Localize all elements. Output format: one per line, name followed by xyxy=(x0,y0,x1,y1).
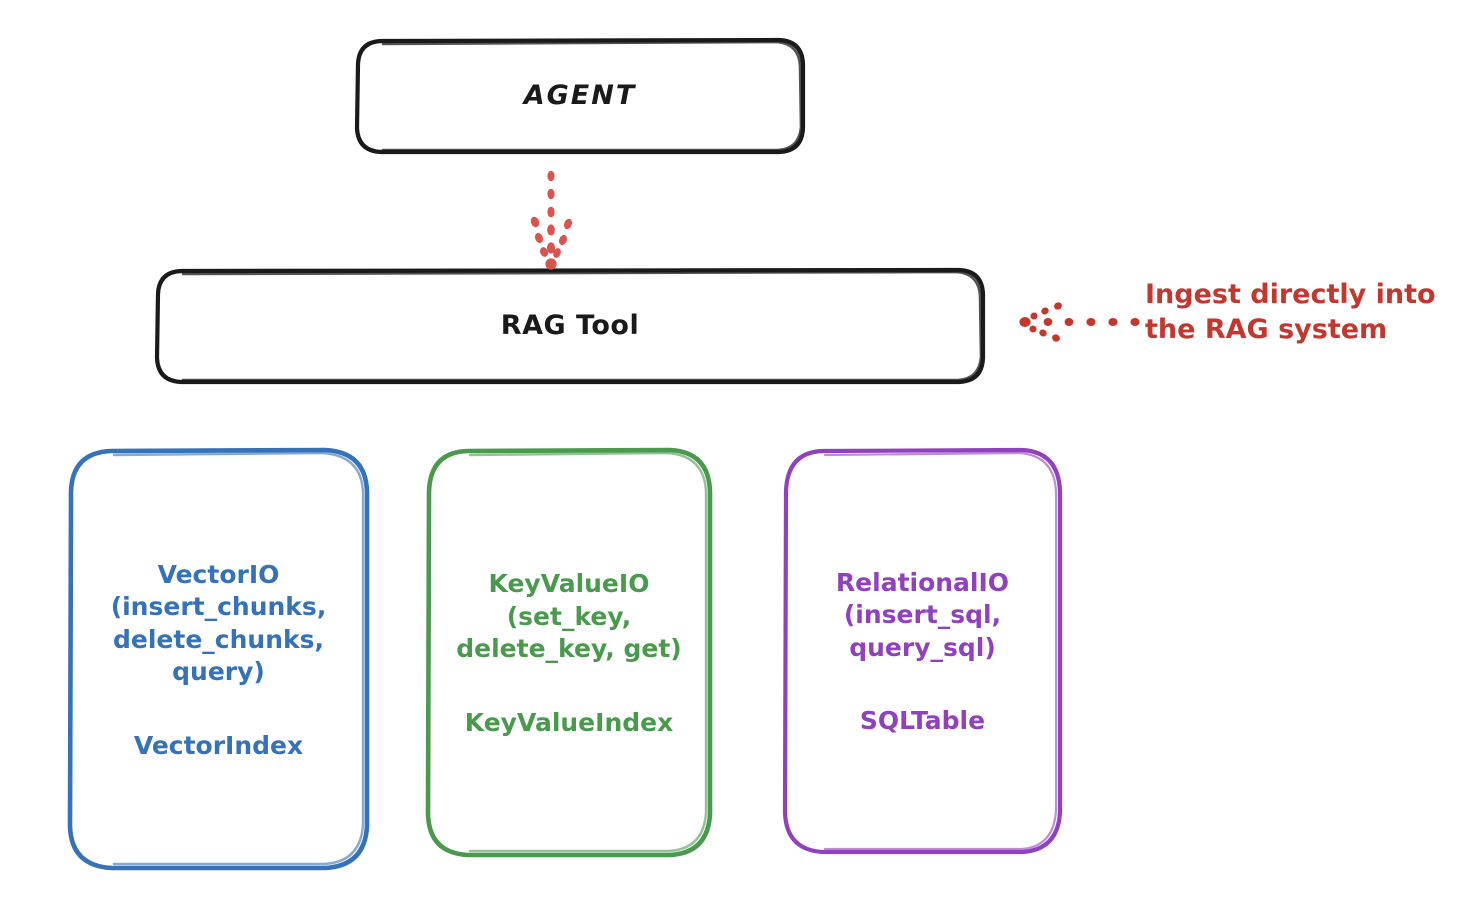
node-agent[interactable]: AGENT xyxy=(357,40,803,152)
agent-box-outline xyxy=(354,37,806,155)
node-rag-tool-label: RAG Tool xyxy=(500,310,640,342)
node-key-value-io-index-label: KeyValueIndex xyxy=(464,707,674,737)
node-relational-io-index-label: SQLTable xyxy=(859,706,986,736)
node-vector-io-index-label: VectorIndex xyxy=(133,730,304,760)
relational-io-box-outline xyxy=(782,447,1063,855)
annotation-ingest: Ingest directly into the RAG system xyxy=(1145,279,1436,345)
ingest-dotted-arrow xyxy=(1019,302,1140,342)
node-key-value-io[interactable]: KeyValueIO (set_key, delete_key, get) Ke… xyxy=(428,450,710,855)
rag-tool-box-outline xyxy=(154,267,986,385)
node-agent-label: AGENT xyxy=(523,80,637,112)
key-value-io-box-outline xyxy=(425,447,713,858)
node-relational-io-label: RelationalIO (insert_sql, query_sql) xyxy=(835,567,1010,662)
agent-to-rag-dotted-arrow xyxy=(530,170,573,270)
node-vector-io[interactable]: VectorIO (insert_chunks, delete_chunks, … xyxy=(70,450,367,868)
node-vector-io-label: VectorIO (insert_chunks, delete_chunks, … xyxy=(110,559,327,687)
vector-io-box-outline xyxy=(67,447,370,871)
node-key-value-io-label: KeyValueIO (set_key, delete_key, get) xyxy=(456,569,682,664)
node-relational-io[interactable]: RelationalIO (insert_sql, query_sql) SQL… xyxy=(785,450,1060,852)
node-rag-tool[interactable]: RAG Tool xyxy=(157,270,983,382)
